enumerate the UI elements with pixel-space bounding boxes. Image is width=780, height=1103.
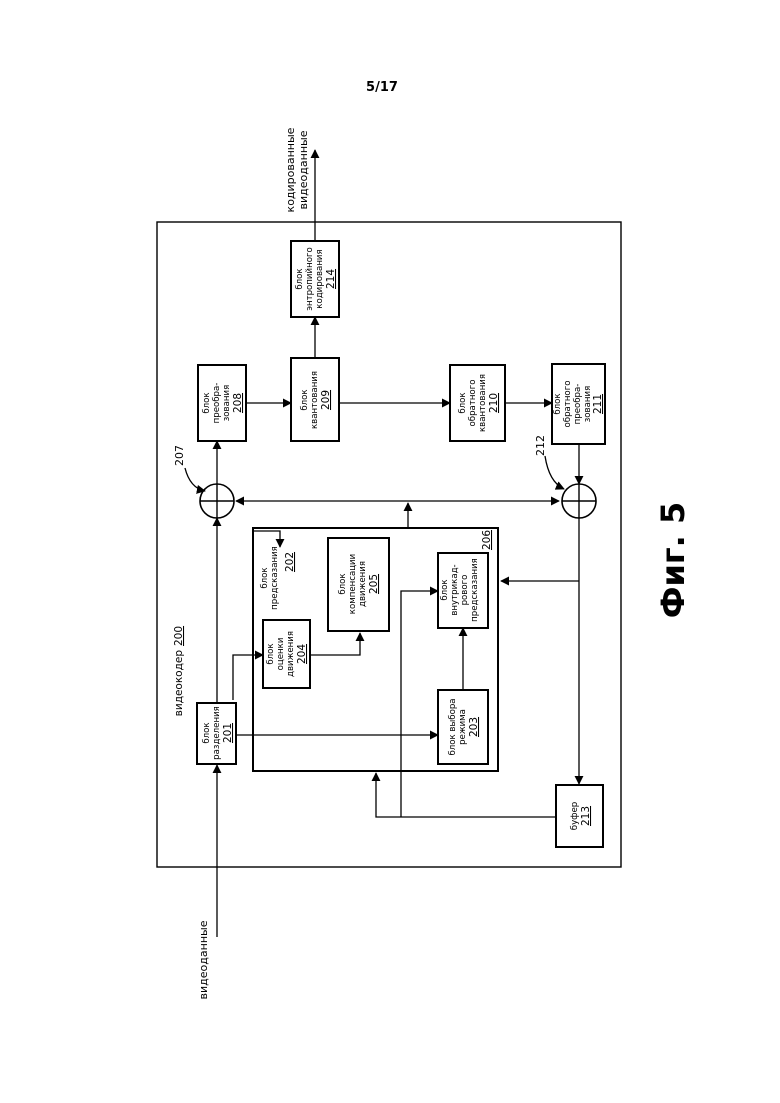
dequantization-label-line-3: квантования bbox=[478, 374, 488, 432]
split-number: 201 bbox=[222, 723, 234, 743]
intra-prediction-label-line-2: внутрикад- bbox=[450, 564, 460, 615]
output-label-line-1: кодированные bbox=[284, 127, 297, 212]
buffer-to-prediction-arrow bbox=[376, 773, 556, 817]
buffer-label: буфер 213 bbox=[570, 802, 592, 830]
intra-prediction-label-line-1: блок bbox=[440, 579, 450, 600]
dequantization-label-line-1: блок bbox=[458, 392, 468, 413]
prediction-number: 202 bbox=[284, 552, 296, 572]
buffer-label-line-1: буфер bbox=[570, 802, 580, 830]
transform-label-line-3: зования bbox=[222, 385, 232, 422]
inverse-transform-label-line-3: преобра- bbox=[573, 384, 583, 425]
ref-207: 207 bbox=[173, 445, 186, 466]
transform-number: 208 bbox=[232, 393, 244, 413]
encoder-number: 200 bbox=[173, 626, 185, 646]
quantization-number: 209 bbox=[320, 390, 332, 410]
quantization-label-line-2: квантования bbox=[310, 371, 320, 429]
mode-selection-label-line-2: режима bbox=[458, 709, 468, 745]
summing-junction-207 bbox=[200, 484, 234, 518]
mode-selection-label-line-1: блок выбора bbox=[448, 698, 458, 755]
motion-estimation-label-line-3: движения bbox=[286, 631, 296, 677]
inverse-transform-label-line-1: блок bbox=[553, 393, 563, 414]
entropy-coding-label-line-1: блок bbox=[295, 268, 305, 289]
split-label-line-1: блок bbox=[202, 722, 212, 743]
figure-label: Фиг. 5 bbox=[654, 502, 692, 618]
motion-estimation-label-line-2: оценки bbox=[276, 638, 286, 671]
output-label-line-2: видеоданные bbox=[297, 130, 310, 209]
mode-selection-number: 203 bbox=[468, 717, 480, 737]
encoder-title: видеокодер 200 bbox=[173, 626, 185, 716]
quantization-label-line-1: блок bbox=[300, 389, 310, 410]
motion-estimation-label-line-1: блок bbox=[266, 643, 276, 664]
entropy-coding-label-line-3: кодирования bbox=[315, 249, 325, 308]
entropy-coding-label-line-2: энтропийного bbox=[305, 247, 315, 311]
intra-prediction-label-line-3: рового bbox=[460, 575, 470, 606]
buffer-number: 213 bbox=[580, 806, 592, 826]
motion-compensation-label-line-2: компенсации bbox=[348, 554, 358, 614]
ref-212-leader bbox=[545, 456, 564, 489]
summing-junction-212 bbox=[562, 484, 596, 518]
encoder-title-text: видеокодер bbox=[173, 650, 185, 717]
transform-label-line-2: преобра- bbox=[212, 383, 222, 424]
dequantization-number: 210 bbox=[488, 393, 500, 413]
prediction-label-line-2: предсказания bbox=[270, 546, 280, 610]
page-number: 5/17 bbox=[366, 80, 398, 95]
intra-prediction-label-line-4: предсказания bbox=[470, 558, 480, 622]
ref-212: 212 bbox=[534, 435, 547, 456]
ref-207-leader bbox=[185, 468, 205, 491]
inverse-transform-number: 211 bbox=[592, 394, 604, 414]
output-label: кодированные видеоданные bbox=[284, 127, 310, 212]
motion-compensation-number: 205 bbox=[368, 574, 380, 594]
motion-compensation-label-line-3: движения bbox=[358, 561, 368, 607]
motion-compensation-label-line-1: блок bbox=[338, 573, 348, 594]
intra-prediction-number: 206 bbox=[481, 530, 493, 550]
split-label-line-2: разделения bbox=[212, 706, 222, 760]
input-label: видеоданные bbox=[197, 920, 210, 999]
prediction-label-line-1: блок bbox=[260, 567, 270, 588]
entropy-coding-number: 214 bbox=[325, 269, 337, 289]
transform-label-line-1: блок bbox=[202, 392, 212, 413]
dequantization-label-line-2: обратного bbox=[468, 380, 478, 427]
inverse-transform-label-line-2: обратного bbox=[563, 381, 573, 428]
motion-estimation-number: 204 bbox=[296, 644, 308, 664]
